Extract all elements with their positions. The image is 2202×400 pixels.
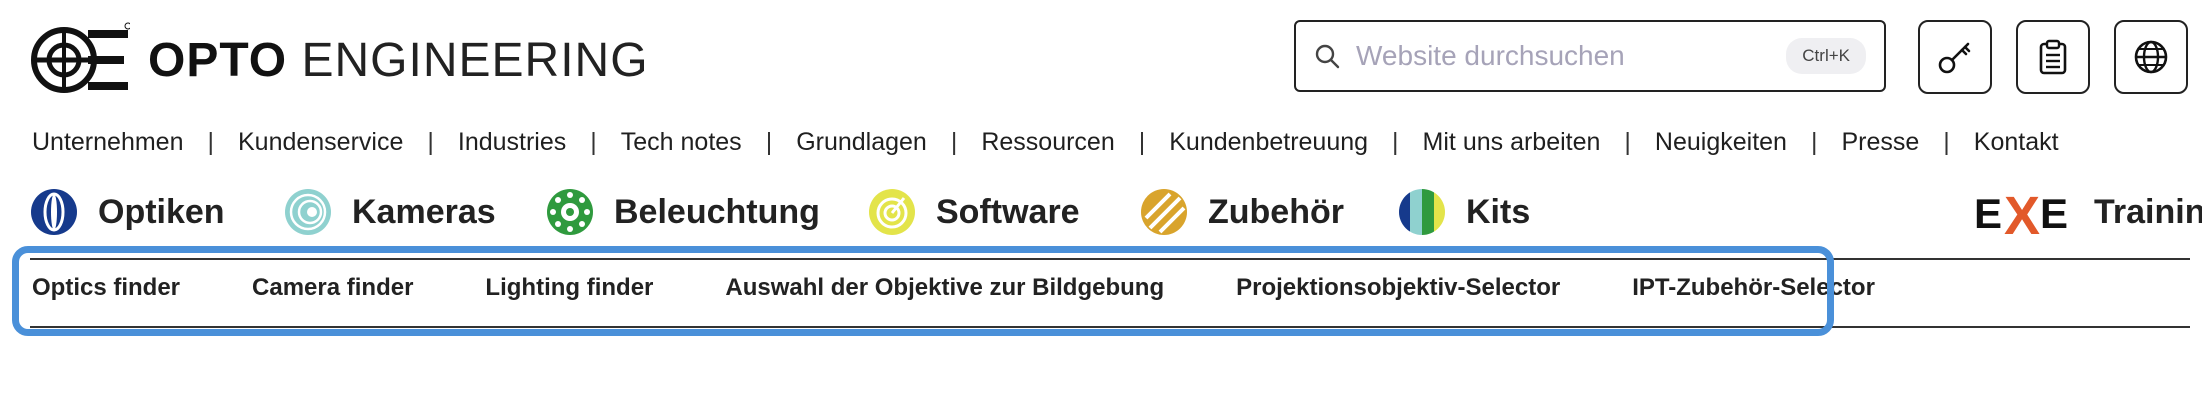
topnav-item-kontakt[interactable]: Kontakt [1973, 128, 2059, 156]
brand-light: ENGINEERING [301, 33, 649, 87]
category-label: Software [936, 192, 1080, 231]
nav-separator: | [427, 128, 434, 156]
nav-separator: | [207, 128, 214, 156]
training-label: Training [2094, 192, 2202, 231]
nav-separator: | [1943, 128, 1950, 156]
category-beleuchtung[interactable]: Beleuchtung [546, 182, 820, 242]
accessories-icon [1141, 189, 1187, 235]
brand-logo[interactable]: OPTO ENGINEERING [30, 20, 649, 100]
top-nav: Unternehmen | Kundenservice | Industries… [32, 128, 2059, 157]
category-label: Optiken [98, 192, 225, 231]
category-label: Beleuchtung [614, 192, 820, 231]
divider [30, 326, 2190, 328]
category-label: Kameras [352, 192, 496, 231]
globe-icon [2134, 40, 2168, 74]
topnav-item-presse[interactable]: Presse [1841, 128, 1920, 156]
nav-separator: | [1138, 128, 1146, 156]
search-input[interactable] [1354, 39, 1787, 73]
key-icon [1938, 42, 1971, 74]
subnav-lens-selection[interactable]: Auswahl der Objektive zur Bildgebung [725, 274, 1165, 301]
topnav-item-kundenbetreuung[interactable]: Kundenbetreuung [1169, 128, 1369, 156]
topnav-item-kundenservice[interactable]: Kundenservice [237, 128, 404, 156]
divider [30, 258, 2190, 260]
nav-separator: | [590, 128, 597, 156]
topnav-item-ressourcen[interactable]: Ressourcen [981, 128, 1115, 156]
topnav-item-industries[interactable]: Industries [457, 128, 567, 156]
brand-bold: OPTO [148, 33, 288, 87]
cameras-icon [285, 189, 331, 235]
kits-icon [1399, 189, 1445, 235]
category-kits[interactable]: Kits [1398, 182, 1530, 242]
brand-name: OPTO ENGINEERING [148, 33, 649, 88]
login-button[interactable] [1918, 20, 1992, 94]
nav-separator: | [1810, 128, 1818, 156]
subnav-ipt-accessory-selector[interactable]: IPT-Zubehör-Selector [1632, 274, 1875, 301]
nav-separator: | [950, 128, 958, 156]
opto-logo-icon [31, 22, 130, 93]
topnav-item-grundlagen[interactable]: Grundlagen [796, 128, 927, 156]
sub-nav: Optics finder Camera finder Lighting fin… [32, 274, 1947, 302]
subnav-projection-lens-selector[interactable]: Projektionsobjektiv-Selector [1236, 274, 1561, 301]
nav-separator: | [1392, 128, 1399, 156]
topnav-item-tech-notes[interactable]: Tech notes [620, 128, 742, 156]
subnav-optics-finder[interactable]: Optics finder [32, 274, 181, 301]
search-shortcut-badge: Ctrl+K [1786, 38, 1866, 74]
search-box[interactable]: Ctrl+K [1294, 20, 1886, 92]
software-icon [869, 189, 915, 235]
topnav-item-mit-uns-arbeiten[interactable]: Mit uns arbeiten [1422, 128, 1601, 156]
topnav-item-neuigkeiten[interactable]: Neuigkeiten [1654, 128, 1787, 156]
category-zubehoer[interactable]: Zubehör [1140, 182, 1344, 242]
clipboard-icon [2039, 39, 2067, 75]
category-optiken[interactable]: Optiken [30, 182, 225, 242]
category-kameras[interactable]: Kameras [284, 182, 496, 242]
category-label: Zubehör [1208, 192, 1344, 231]
category-label: Kits [1466, 192, 1531, 231]
topnav-item-unternehmen[interactable]: Unternehmen [32, 128, 184, 156]
header: OPTO ENGINEERING Ctrl+K [30, 20, 2190, 100]
search-icon [1315, 44, 1340, 69]
exe-logo-icon: E X E [1974, 186, 2068, 240]
nav-separator: | [1624, 128, 1631, 156]
svg-text:E: E [1974, 190, 2002, 237]
language-button[interactable] [2114, 20, 2188, 94]
category-software[interactable]: Software [868, 182, 1080, 242]
svg-text:X: X [2004, 186, 2040, 240]
optics-icon [31, 189, 77, 235]
category-training[interactable]: E X E Training [1974, 182, 2202, 242]
nav-separator: | [765, 128, 773, 156]
lighting-icon [547, 189, 593, 235]
svg-text:E: E [2040, 190, 2068, 237]
clipboard-button[interactable] [2016, 20, 2090, 94]
category-nav: Optiken Kameras Beleuchtung [30, 182, 2202, 246]
subnav-lighting-finder[interactable]: Lighting finder [485, 274, 654, 301]
subnav-camera-finder[interactable]: Camera finder [252, 274, 414, 301]
